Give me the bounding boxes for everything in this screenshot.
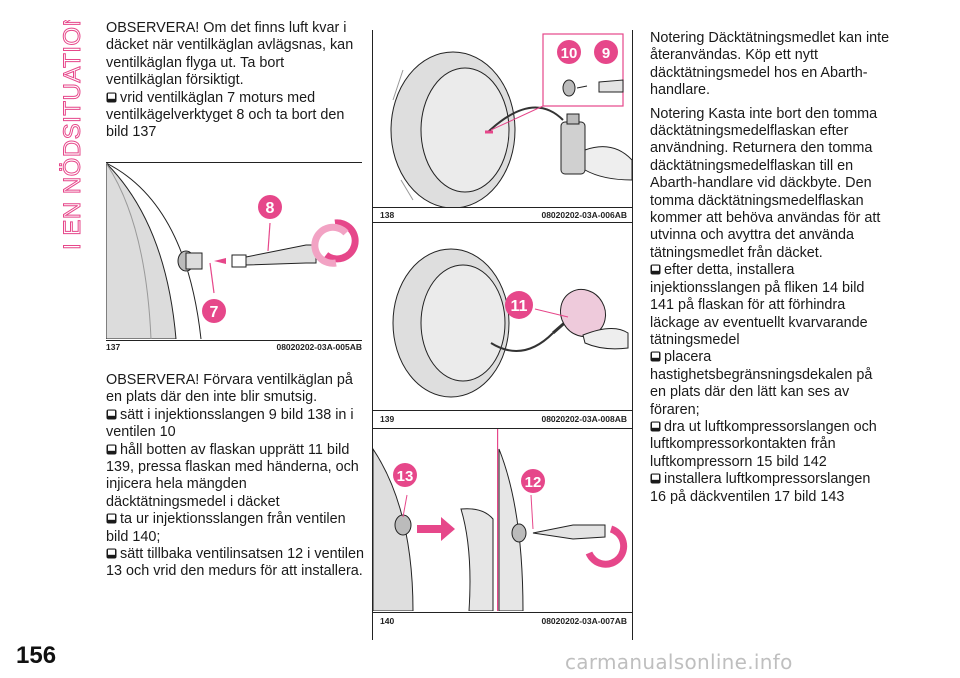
warning-paragraph: OBSERVERA! Om det finns luft kvar i däck… xyxy=(106,20,354,89)
column-left-top: OBSERVERA! Om det finns luft kvar i däck… xyxy=(106,20,364,148)
figure-column-right-border xyxy=(632,30,633,640)
step-item: vrid ventilkäglan 7 moturs med ventilkäg… xyxy=(106,90,364,142)
step-item: ta ur injektionsslangen från ventilen bi… xyxy=(106,511,364,546)
step-text: sätt tillbaka ventilinsatsen 12 i ventil… xyxy=(106,546,364,580)
checkbox-square-icon xyxy=(650,421,661,432)
callout-13: 13 xyxy=(397,468,414,485)
note-paragraph: Notering Kasta inte bort den tomma däckt… xyxy=(650,105,881,261)
callout-8: 8 xyxy=(266,200,275,217)
section-title-text: I EN NÖDSITUATION xyxy=(59,20,86,250)
figure-139: 11 xyxy=(373,223,632,408)
step-text: ta ur injektionsslangen från ventilen bi… xyxy=(106,511,346,545)
step-text: vrid ventilkäglan 7 moturs med ventilkäg… xyxy=(106,89,345,141)
step-text: håll botten av flaskan upprätt 11 bild 1… xyxy=(106,441,359,510)
step-item: dra ut luftkompressorslangen och luftkom… xyxy=(650,419,890,471)
checkbox-square-icon xyxy=(106,444,117,455)
figure-divider xyxy=(106,162,362,163)
figure-divider xyxy=(373,207,632,208)
step-text: sätt i injektionsslangen 9 bild 138 in i… xyxy=(106,406,354,441)
figure-number: 139 xyxy=(380,414,395,424)
figure-137: 8 7 xyxy=(106,163,362,339)
figure-caption-137: 137 08020202-03A-005AB xyxy=(106,342,362,352)
step-item: sätt i injektionsslangen 9 bild 138 in i… xyxy=(106,407,364,442)
callout-7: 7 xyxy=(210,304,219,321)
figure-code: 08020202-03A-006AB xyxy=(541,210,627,220)
figure-code: 08020202-03A-007AB xyxy=(541,616,627,626)
figure-column-left-border xyxy=(372,30,373,640)
figure-divider xyxy=(373,428,632,429)
checkbox-square-icon xyxy=(106,92,117,103)
step-text: efter detta, installera injektionsslange… xyxy=(650,262,868,348)
checkbox-square-icon xyxy=(106,548,117,559)
figure-divider xyxy=(106,340,362,341)
figure-caption-139: 139 08020202-03A-008AB xyxy=(380,414,627,424)
figure-caption-140: 140 08020202-03A-007AB xyxy=(380,616,627,626)
step-text: placera hastighetsbegränsningsdekalen på… xyxy=(650,349,873,418)
figure-code: 08020202-03A-005AB xyxy=(276,342,362,352)
step-item: placera hastighetsbegränsningsdekalen på… xyxy=(650,349,890,419)
figure-divider xyxy=(373,222,632,223)
column-left-bottom: OBSERVERA! Förvara ventilkäglan på en pl… xyxy=(106,372,364,581)
figure-138: 10 9 xyxy=(373,30,632,207)
step-item: håll botten av flaskan upprätt 11 bild 1… xyxy=(106,442,364,512)
checkbox-square-icon xyxy=(106,513,117,524)
page-number: 156 xyxy=(16,642,57,669)
checkbox-square-icon xyxy=(650,264,661,275)
step-item: installera luftkompressorslangen 16 på d… xyxy=(650,471,890,506)
warning-paragraph: OBSERVERA! Förvara ventilkäglan på en pl… xyxy=(106,372,353,406)
watermark: carmanualsonline.info xyxy=(565,650,793,674)
step-item: efter detta, installera injektionsslange… xyxy=(650,262,890,349)
column-right: Notering Däcktätningsmedlet kan inte åte… xyxy=(650,30,890,506)
figure-code: 08020202-03A-008AB xyxy=(541,414,627,424)
callout-12: 12 xyxy=(525,474,542,491)
step-text: dra ut luftkompressorslangen och luftkom… xyxy=(650,418,877,470)
figure-number: 138 xyxy=(380,210,395,220)
figure-number: 140 xyxy=(380,616,395,626)
checkbox-square-icon xyxy=(650,351,661,362)
note-paragraph: Notering Däcktätningsmedlet kan inte åte… xyxy=(650,30,890,99)
callout-9: 9 xyxy=(602,45,610,62)
step-item: sätt tillbaka ventilinsatsen 12 i ventil… xyxy=(106,546,364,581)
callout-11: 11 xyxy=(511,298,528,315)
step-text: installera luftkompressorslangen 16 på d… xyxy=(650,471,871,505)
figure-divider xyxy=(373,410,632,411)
section-title: I EN NÖDSITUATION xyxy=(50,8,90,250)
callout-10: 10 xyxy=(561,45,578,62)
checkbox-square-icon xyxy=(650,473,661,484)
figure-divider xyxy=(373,612,632,613)
figure-caption-138: 138 08020202-03A-006AB xyxy=(380,210,627,220)
figure-140: 13 12 xyxy=(373,429,632,611)
figure-number: 137 xyxy=(106,342,121,352)
checkbox-square-icon xyxy=(106,409,117,420)
